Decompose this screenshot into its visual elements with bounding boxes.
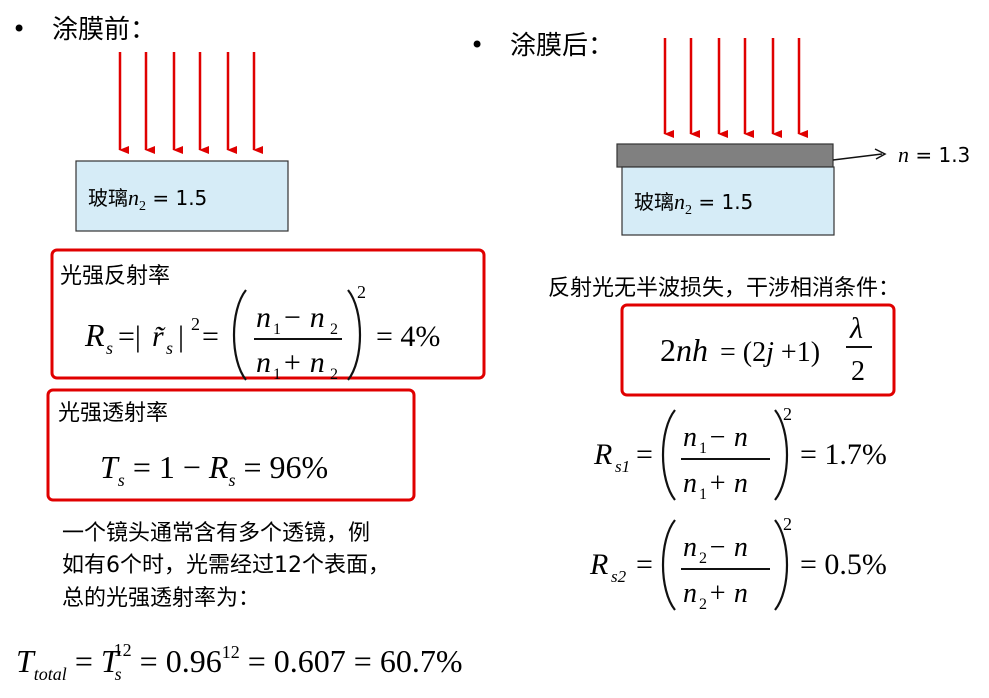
rs1-paren-left [661,409,676,501]
frac-den-sub1: 1 [273,366,281,383]
rs2-sub: s2 [611,567,627,586]
rs1-exp: 2 [783,404,792,424]
film-pointer-line [832,153,883,161]
frac-num-n1: n [256,301,271,334]
rs1-den: n [683,468,697,499]
lambda-numerator: λ [849,312,863,345]
frac-num-minus: − n [282,301,325,334]
paren-right [347,289,362,381]
reflectance-box [50,248,486,380]
transmittance-box [46,388,416,502]
condition-formula: 2nh = (2j +1) λ 2 [660,312,872,387]
rs2-den-plus: + n [708,578,748,609]
film-index-label: n = 1.3 [898,142,970,167]
formula-result: = 4% [376,320,440,353]
rs2-num-sub: 2 [699,550,707,567]
coating-film [616,143,834,168]
formula-exp-2: 2 [357,282,366,302]
rs2-paren-right [774,519,789,611]
paren-left [232,289,247,381]
rs1-result: = 1.7% [800,438,887,471]
formula-exp-1: 2 [191,314,200,334]
transmittance-title: 光强透射率 [58,401,168,426]
rs2-paren-left [661,519,676,611]
formula-R: R [84,317,105,353]
lambda-denominator: 2 [851,356,865,387]
rs2-R: R [589,548,608,581]
paragraph-line-2: 如有6个时，光需经过12个表面， [62,553,390,578]
frac-den-plus: + n [282,346,325,379]
total-formula: Ttotal = Ts12 = 0.9612 = 0.607 = 60.7% [16,640,462,684]
rs1-sub: s1 [615,457,630,476]
rs1-paren-right [774,409,789,501]
rs2-den: n [683,578,697,609]
paragraph-line-3: 总的光强透射率为： [62,586,260,611]
frac-num-sub2: 2 [330,321,338,338]
right-heading: 涂膜后： [510,31,614,61]
rs1-num-sub: 1 [699,440,707,457]
left-glass-block [75,160,289,232]
formula-eq-2: = [202,320,219,353]
rs2-den-sub: 2 [699,596,707,613]
reflectance-title: 光强反射率 [60,264,170,289]
frac-num-sub1: 1 [273,321,281,338]
right-glass-label: 玻璃n2 = 1.5 [634,189,753,218]
left-heading: 涂膜前： [52,15,156,45]
rs2-eq: = [636,548,653,581]
formula-R-sub: s [106,338,113,358]
rs2-result: = 0.5% [800,548,887,581]
formula-r-sub: s [166,338,173,358]
rs1-R: R [593,438,612,471]
condition-rhs: = (2j +1) [720,337,820,368]
rs2-exp: 2 [783,514,792,534]
right-incident-arrows [663,38,808,138]
frac-den-n1: n [256,346,271,379]
left-bullet: • [12,15,26,43]
transmittance-formula: Ts = 1 − Rs = 96% [100,449,328,490]
formula-eq-abs: =| [118,320,141,353]
rs1-formula: R s1 = n 1 − n n 1 + n 2 = 1.7% [593,404,887,503]
rs1-num-minus: − n [708,422,748,453]
right-glass-block [621,166,835,236]
rs1-num: n [683,422,697,453]
condition-lhs: 2nh [660,332,708,368]
rs2-num-minus: − n [708,532,748,563]
paragraph-line-1: 一个镜头通常含有多个透镜，例 [62,521,370,546]
condition-text: 反射光无半波损失，干涉相消条件： [548,276,900,301]
rs1-den-sub: 1 [699,486,707,503]
rs1-den-plus: + n [708,468,748,499]
left-incident-arrows [118,52,263,154]
frac-den-sub2: 2 [330,366,338,383]
rs2-num: n [683,532,697,563]
condition-box [620,303,896,397]
left-glass-label: 玻璃n2 = 1.5 [88,185,207,214]
formula-bar: | [178,320,184,353]
rs1-eq: = [636,438,653,471]
right-bullet: • [470,31,484,59]
film-pointer-head [874,148,887,160]
rs2-formula: R s2 = n 2 − n n 2 + n 2 = 0.5% [589,514,887,613]
reflectance-formula: R s =| r̃ s | 2 = n 1 − n 2 n 1 + n 2 2 … [84,282,440,383]
formula-r-tilde: r̃ [152,320,166,353]
